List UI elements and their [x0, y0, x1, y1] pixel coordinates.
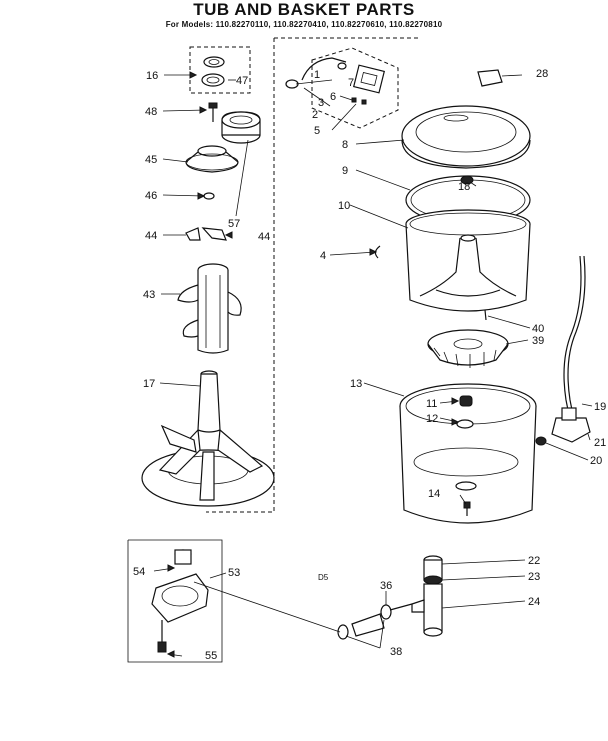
callout-5: 5 — [314, 125, 320, 137]
part-1-7-box — [285, 47, 399, 129]
part-40-screw — [484, 309, 487, 321]
callout-57: 57 — [228, 218, 240, 230]
callout-23: 23 — [528, 571, 540, 583]
leader-lines — [153, 74, 593, 657]
part-36-38-fittings — [337, 603, 413, 640]
callout-36: 36 — [380, 580, 392, 592]
diagram-title: TUB AND BASKET PARTS — [193, 0, 415, 19]
arrow-heads — [166, 71, 460, 658]
callout-20: 20 — [590, 455, 602, 467]
callout-6: 6 — [330, 91, 336, 103]
callout-24: 24 — [528, 596, 540, 608]
callout-8: 8 — [342, 139, 348, 151]
part-28-pad — [477, 69, 503, 87]
callout-9: 9 — [342, 165, 348, 177]
callout-22: 22 — [528, 555, 540, 567]
part-45-agitator-cap — [185, 145, 239, 173]
callout-53: 53 — [228, 567, 240, 579]
part-11-12-fittings — [456, 395, 474, 429]
callout-54: 54 — [133, 566, 145, 578]
left-assembly-boundary — [206, 37, 420, 513]
part-10-basket — [405, 209, 531, 312]
part-57-cap — [221, 111, 261, 144]
part-21-pump — [551, 407, 591, 443]
callout-labels: 16 47 48 57 45 46 44 44 43 17 1 3 2 6 7 … — [133, 68, 606, 662]
callout-16: 16 — [146, 70, 158, 82]
callout-47: 47 — [236, 75, 248, 87]
callout-2: 2 — [312, 109, 318, 121]
callout-19: 19 — [594, 401, 606, 413]
callout-13: 13 — [350, 378, 362, 390]
part-22-24-tube — [411, 555, 443, 637]
callout-11: 11 — [426, 398, 437, 410]
callout-46: 46 — [145, 190, 157, 202]
diagram-code: D5 — [318, 573, 329, 582]
part-53-box — [127, 539, 223, 663]
callout-7: 7 — [348, 77, 354, 89]
callout-44-left: 44 — [145, 230, 157, 242]
callout-18: 18 — [458, 181, 470, 193]
callout-14: 14 — [428, 488, 440, 500]
model-numbers: For Models: 110.82270110, 110.82270410, … — [165, 20, 443, 29]
part-20-clamp — [535, 436, 547, 446]
callout-17: 17 — [143, 378, 155, 390]
callout-38: 38 — [390, 646, 402, 658]
part-8-ring — [401, 105, 531, 169]
part-16-47-box — [189, 46, 251, 94]
part-14-screw — [463, 501, 471, 516]
callout-4: 4 — [320, 250, 326, 262]
callout-1: 1 — [314, 69, 320, 81]
callout-48: 48 — [145, 106, 157, 118]
part-44-clips — [185, 227, 227, 241]
callout-40: 40 — [532, 323, 544, 335]
part-43-auger — [177, 263, 242, 354]
callout-43: 43 — [143, 289, 155, 301]
callout-39: 39 — [532, 335, 544, 347]
callout-12: 12 — [426, 413, 438, 425]
callout-28: 28 — [536, 68, 548, 80]
callout-55: 55 — [205, 650, 217, 662]
callout-21: 21 — [594, 437, 606, 449]
part-39-hub — [427, 329, 509, 368]
part-17-agitator — [141, 370, 275, 507]
callout-45: 45 — [145, 154, 157, 166]
callout-3: 3 — [318, 97, 324, 109]
part-13-tub — [399, 383, 537, 524]
part-19-hose — [563, 255, 586, 421]
part-48-bolt — [208, 102, 218, 122]
callout-44-right: 44 — [258, 231, 270, 243]
part-46-washer — [203, 192, 215, 200]
callout-10: 10 — [338, 200, 350, 212]
